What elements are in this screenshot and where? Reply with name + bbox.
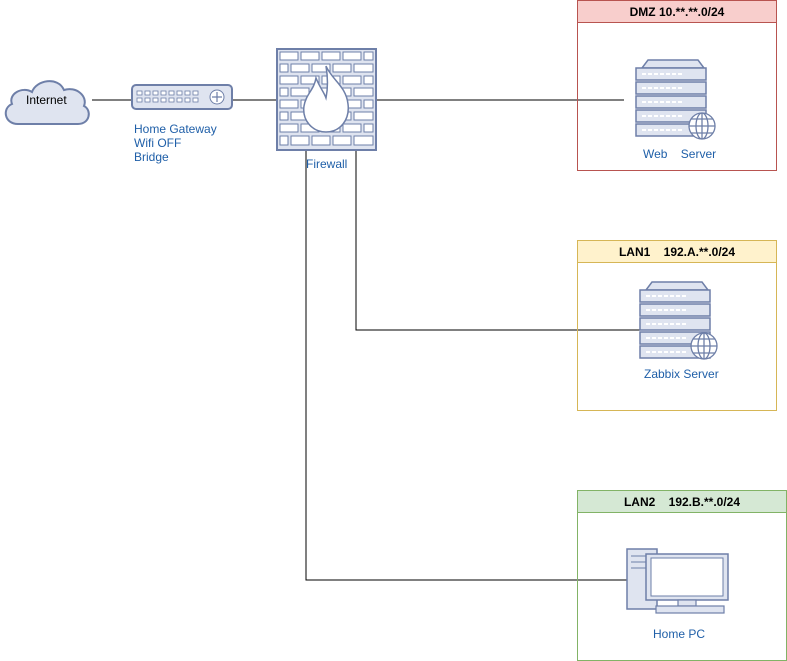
zabbix-server [638,280,722,364]
flame-icon [303,65,349,133]
firewall-icon [276,48,377,151]
firewall-label: Firewall [306,157,348,171]
web-server-label: Web Server [643,147,717,161]
zabbix-server-icon [639,281,718,360]
home-pc-label: Home PC [653,627,706,641]
zone-lan2-title: LAN2 192.B.**.0/24 [578,491,786,513]
globe-icon [690,332,718,360]
firewall [276,48,377,151]
internet-label: Internet [26,93,67,107]
zone-dmz: DMZ 10.**.**.0/24 [577,0,777,171]
zabbix-server-label: Zabbix Server [644,367,719,381]
link-firewall-lan1 [355,150,640,331]
home-pc [626,548,730,614]
link-firewall-lan2 [305,150,628,581]
globe-icon [688,112,716,140]
gateway-label-line-3: Bridge [134,150,169,164]
switch-icon [131,84,233,110]
zone-lan1: LAN1 192.A.**.0/24 [577,240,777,411]
web-server-icon [635,59,716,140]
gateway-label-line-1: Home Gateway [134,122,217,136]
zone-dmz-title: DMZ 10.**.**.0/24 [578,1,776,23]
web-server [634,58,718,142]
gateway-label-line-2: Wifi OFF [134,136,182,150]
cloud-icon [4,80,90,125]
zone-lan1-title: LAN1 192.A.**.0/24 [578,241,776,263]
internet-cloud: Internet [0,74,92,128]
home-gateway [131,84,233,112]
gateway-label: Home Gateway Wifi OFF Bridge [134,122,217,164]
desktop-computer-icon [626,548,729,614]
